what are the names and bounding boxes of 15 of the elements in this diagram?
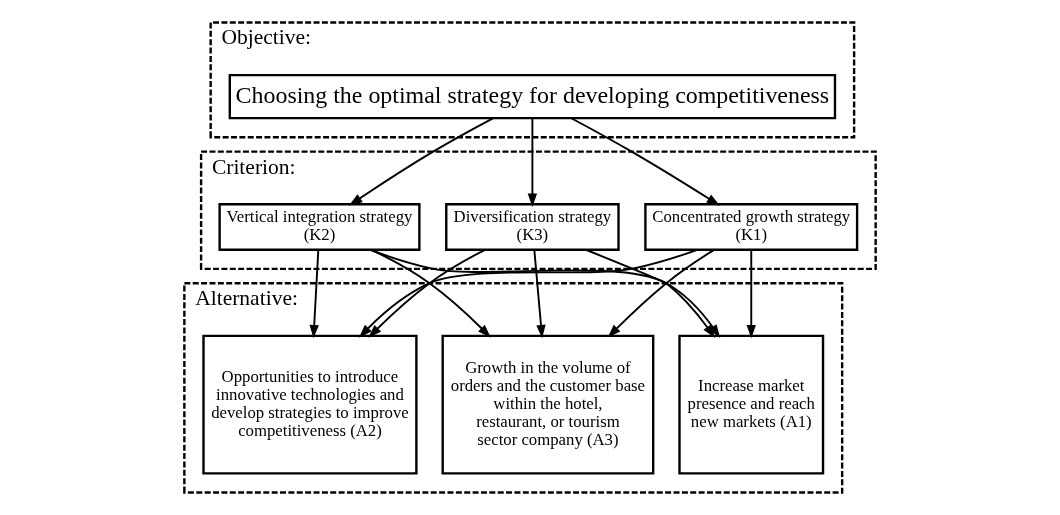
arrow xyxy=(570,117,720,206)
arrow xyxy=(309,249,320,339)
node-box: Vertical integration strategy (K2) xyxy=(218,203,421,251)
arrow xyxy=(607,248,716,338)
node-box: Concentrated growth strategy (K1) xyxy=(644,203,859,251)
node-box: Diversification strategy (K3) xyxy=(445,203,620,251)
node-box: Opportunities to introduce innovative technologies and develop strategies to improve competitiveness (A2) xyxy=(202,334,418,475)
node-box: Increase market presence and reach new markets (A1) xyxy=(678,334,825,475)
arrow xyxy=(533,249,546,339)
arrow xyxy=(349,117,494,206)
node-box: Growth in the volume of orders and the customer base within the hotel, restaurant, or tourism sector company (A3) xyxy=(441,334,655,475)
arrow xyxy=(527,117,538,207)
arrow xyxy=(584,248,716,339)
arrow xyxy=(746,249,756,339)
node-box: Choosing the optimal strategy for developing competitiveness xyxy=(228,73,837,120)
